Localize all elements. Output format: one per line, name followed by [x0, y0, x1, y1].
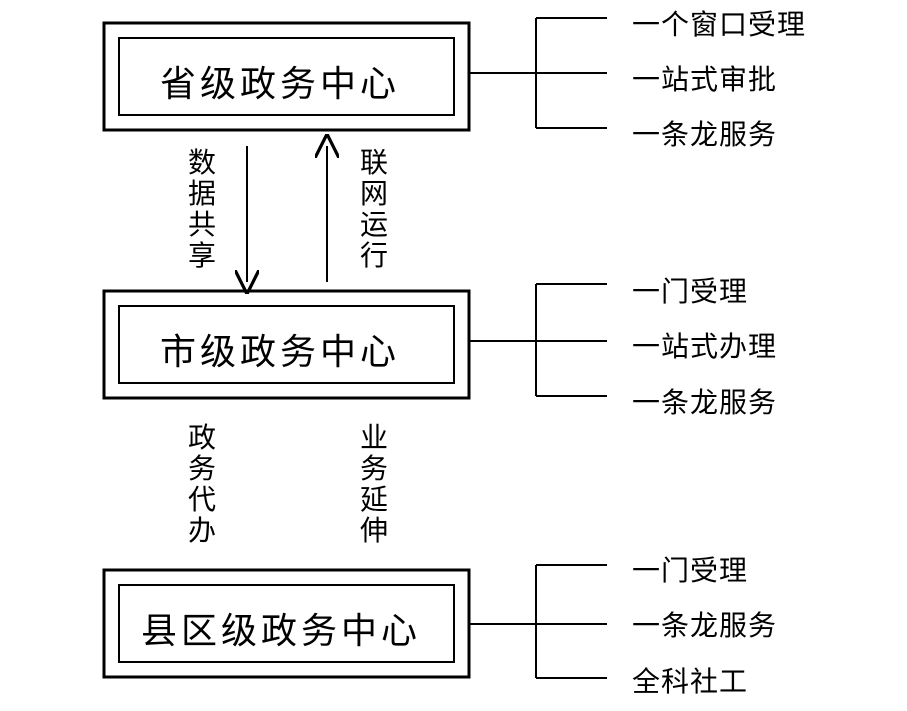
municipal-box [102, 289, 471, 400]
provincial-box-title: 省级政务中心 [160, 64, 401, 105]
provincial-bracket [469, 17, 607, 129]
county-item-2: 一条龙服务 [632, 609, 778, 642]
provincial-item-1: 一个窗口受理 [632, 8, 807, 41]
municipal-item-1: 一门受理 [632, 275, 749, 308]
provincial-item-2: 一站式审批 [632, 63, 778, 96]
label-business-extension: 业务延伸 [359, 421, 388, 547]
municipal-box-title: 市级政务中心 [160, 332, 401, 373]
county-item-1: 一门受理 [632, 554, 749, 587]
county-box-title: 县区级政务中心 [141, 611, 422, 652]
provincial-box [102, 21, 471, 132]
county-item-3: 全科社工 [632, 665, 749, 698]
label-network-operation: 联网运行 [359, 146, 388, 272]
county-bracket [469, 564, 607, 679]
municipal-item-2: 一站式办理 [632, 330, 778, 363]
label-data-sharing: 数据共享 [187, 146, 216, 272]
label-government-agency: 政务代办 [187, 421, 216, 547]
municipal-item-3: 一条龙服务 [632, 386, 778, 419]
municipal-bracket [469, 283, 607, 397]
provincial-item-3: 一条龙服务 [632, 118, 778, 151]
